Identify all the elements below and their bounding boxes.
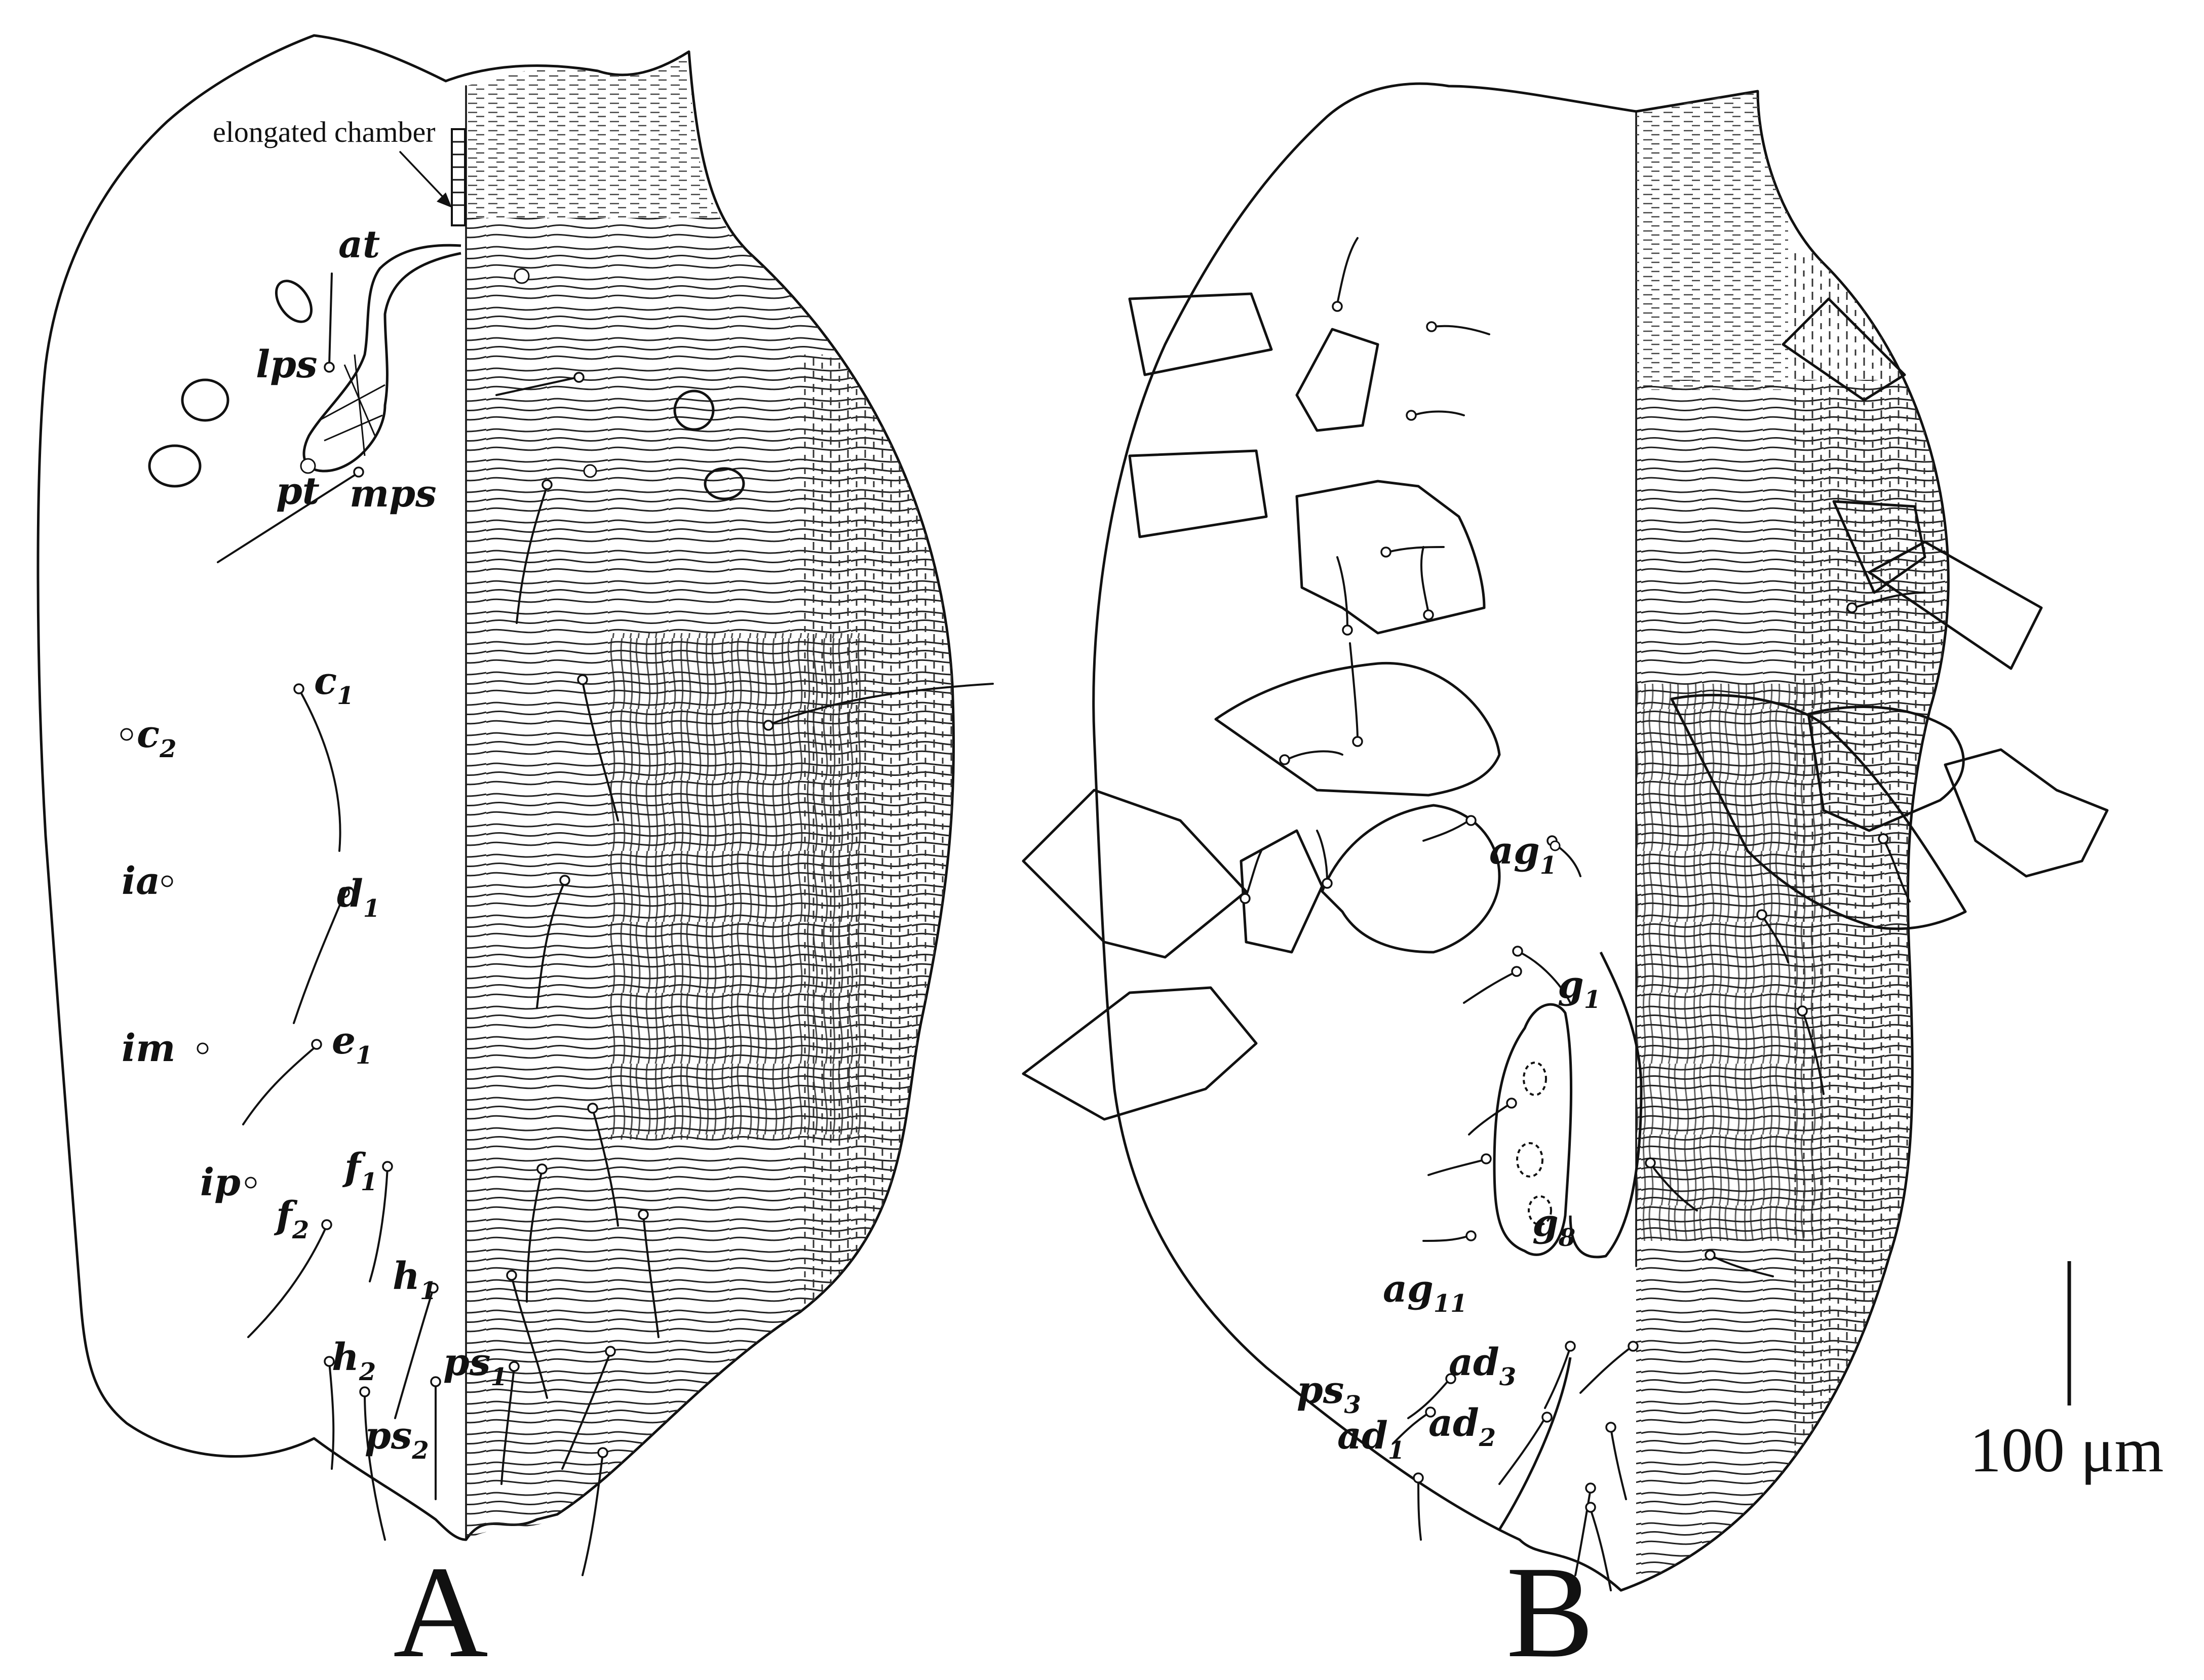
anal-plate bbox=[1498, 1357, 1572, 1531]
panel-a-cuticle-striation bbox=[466, 52, 954, 1540]
label-ia: ia bbox=[122, 859, 160, 903]
label-e1: e1 bbox=[332, 1019, 373, 1070]
label-im: im bbox=[122, 1027, 175, 1070]
label-pt: pt bbox=[276, 470, 320, 513]
panel-a-dorsal-view: elongated chamber bbox=[36, 34, 994, 1680]
panel-a-setae bbox=[120, 272, 441, 1541]
mirror-eye-1 bbox=[673, 389, 715, 431]
elongated-chamber-arrowhead bbox=[437, 192, 452, 208]
panel-b-leg-segments-right bbox=[1670, 297, 2109, 930]
label-h2: h2 bbox=[332, 1336, 376, 1386]
label-ip: ip bbox=[200, 1161, 241, 1204]
genital-plate bbox=[1493, 1003, 1573, 1256]
panel-b-setae bbox=[1240, 237, 1926, 1591]
panel-a-labels: at lps pt mps c1 c2 ia d1 im e1 ip f1 f2… bbox=[122, 223, 508, 1465]
scale-bar: 100 μm bbox=[1970, 1261, 2164, 1486]
elongated-chamber-shape bbox=[451, 128, 466, 226]
label-ps2: ps2 bbox=[365, 1414, 429, 1465]
label-d1: d1 bbox=[337, 872, 380, 923]
anterior-eye-spot bbox=[181, 378, 229, 422]
label-c1: c1 bbox=[314, 659, 354, 710]
sensillus-cells bbox=[319, 354, 385, 456]
label-ag1: ag1 bbox=[1489, 829, 1557, 880]
prodorsal-lens bbox=[275, 280, 313, 323]
panel-a-mirror-setae bbox=[495, 372, 994, 1576]
sensillus-duct bbox=[302, 244, 461, 473]
label-lps: lps bbox=[256, 343, 318, 386]
panel-b-label: B bbox=[1506, 1539, 1594, 1680]
panel-b-labels: ag1 g1 g8 ag11 ps3 ad3 ad1 ad2 bbox=[1297, 829, 1601, 1465]
genital-papillae bbox=[1516, 1062, 1552, 1226]
label-mps: mps bbox=[350, 472, 437, 516]
mirror-pore-2 bbox=[583, 464, 597, 478]
genital-plate-right bbox=[1569, 951, 1643, 1259]
label-ad1: ad1 bbox=[1337, 1414, 1405, 1465]
label-at: at bbox=[338, 223, 380, 266]
label-ps3: ps3 bbox=[1297, 1369, 1361, 1419]
label-ag11: ag11 bbox=[1383, 1267, 1467, 1318]
label-g1: g1 bbox=[1558, 963, 1601, 1014]
label-c2: c2 bbox=[137, 713, 176, 763]
label-f2: f2 bbox=[274, 1194, 309, 1244]
label-ps1: ps1 bbox=[443, 1341, 508, 1391]
label-ad3: ad3 bbox=[1449, 1341, 1516, 1391]
label-g8: g8 bbox=[1532, 1201, 1575, 1252]
panel-b-ventral-view: ag1 g1 g8 ag11 ps3 ad3 ad1 ad2 B bbox=[1022, 82, 2109, 1680]
scale-bar-label: 100 μm bbox=[1970, 1416, 2164, 1486]
panel-b-leg-segments-left bbox=[1022, 292, 1501, 1121]
panel-b-cuticle-striation bbox=[1621, 91, 1949, 1590]
elongated-chamber-arrow bbox=[399, 151, 449, 204]
mirror-eye-2 bbox=[704, 467, 745, 500]
mirror-pore-1 bbox=[514, 268, 530, 284]
label-ad2: ad2 bbox=[1428, 1401, 1496, 1452]
panel-a-label: A bbox=[393, 1539, 488, 1680]
pt-pore bbox=[300, 458, 316, 474]
elongated-chamber-hatch bbox=[453, 141, 464, 206]
label-h1: h1 bbox=[393, 1255, 437, 1305]
label-f1: f1 bbox=[342, 1146, 377, 1196]
posterior-eye-spot bbox=[148, 444, 202, 488]
elongated-chamber-label: elongated chamber bbox=[213, 115, 436, 148]
